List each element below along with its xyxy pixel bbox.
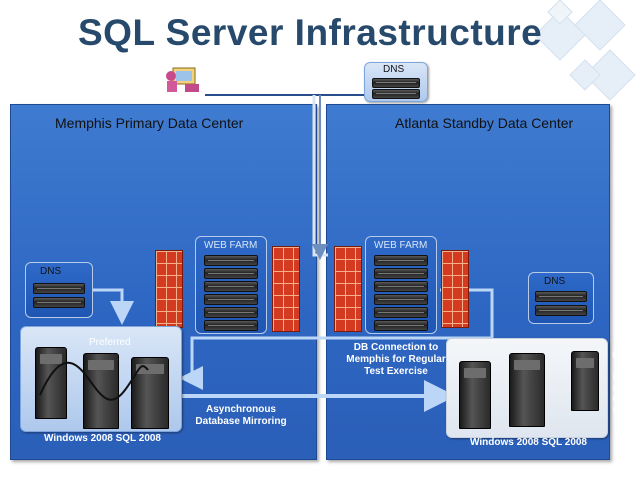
server-icon — [204, 281, 258, 292]
atlanta-panel-title: Atlanta Standby Data Center — [395, 115, 574, 131]
server-icon — [374, 320, 428, 331]
server-icon — [374, 255, 428, 266]
preferred-label: Preferred — [89, 337, 131, 348]
server-icon — [374, 281, 428, 292]
memphis-web-farm-label: WEB FARM — [204, 240, 258, 251]
server-icon — [33, 297, 85, 308]
sql-server-icon — [459, 361, 491, 429]
server-icon — [374, 268, 428, 279]
server-icon — [33, 283, 85, 294]
server-icon — [372, 89, 420, 99]
server-icon — [374, 307, 428, 318]
atlanta-web-farm: WEB FARM — [365, 236, 437, 334]
server-icon — [204, 320, 258, 331]
memphis-dns-label: DNS — [40, 266, 62, 277]
server-icon — [372, 78, 420, 88]
mirroring-label: Asynchronous Database Mirroring — [195, 404, 287, 427]
sql-server-icon — [35, 347, 67, 419]
firewall-icon — [334, 246, 362, 332]
memphis-panel-title: Memphis Primary Data Center — [55, 115, 244, 131]
top-dns-box: DNS — [364, 62, 428, 102]
page-title: SQL Server Infrastructure — [78, 12, 543, 53]
atlanta-sql-cluster — [446, 338, 608, 438]
network-admin-clipart — [166, 67, 199, 92]
atlanta-cluster-caption: Windows 2008 SQL 2008 — [470, 437, 587, 448]
server-icon — [204, 255, 258, 266]
server-icon — [204, 307, 258, 318]
server-icon — [535, 305, 587, 316]
firewall-icon — [441, 250, 469, 328]
sql-server-icon — [509, 353, 545, 427]
sql-server-icon — [83, 353, 119, 429]
memphis-web-farm: WEB FARM — [195, 236, 267, 334]
memphis-sql-cluster: Preferred — [20, 326, 182, 432]
firewall-icon — [155, 250, 183, 328]
sql-server-icon — [571, 351, 599, 411]
server-icon — [374, 294, 428, 305]
atlanta-dns-box: DNS — [528, 272, 594, 324]
server-icon — [204, 294, 258, 305]
sql-server-icon — [131, 357, 169, 429]
memphis-dns-box: DNS — [25, 262, 93, 318]
firewall-icon — [272, 246, 300, 332]
atlanta-dns-label: DNS — [544, 276, 566, 287]
atlanta-web-farm-label: WEB FARM — [374, 240, 428, 251]
server-icon — [204, 268, 258, 279]
db-connection-label: DB Connection to Memphis for Regular Tes… — [346, 342, 446, 377]
memphis-cluster-caption: Windows 2008 SQL 2008 — [44, 433, 161, 444]
top-dns-label: DNS — [383, 64, 405, 75]
server-icon — [535, 291, 587, 302]
